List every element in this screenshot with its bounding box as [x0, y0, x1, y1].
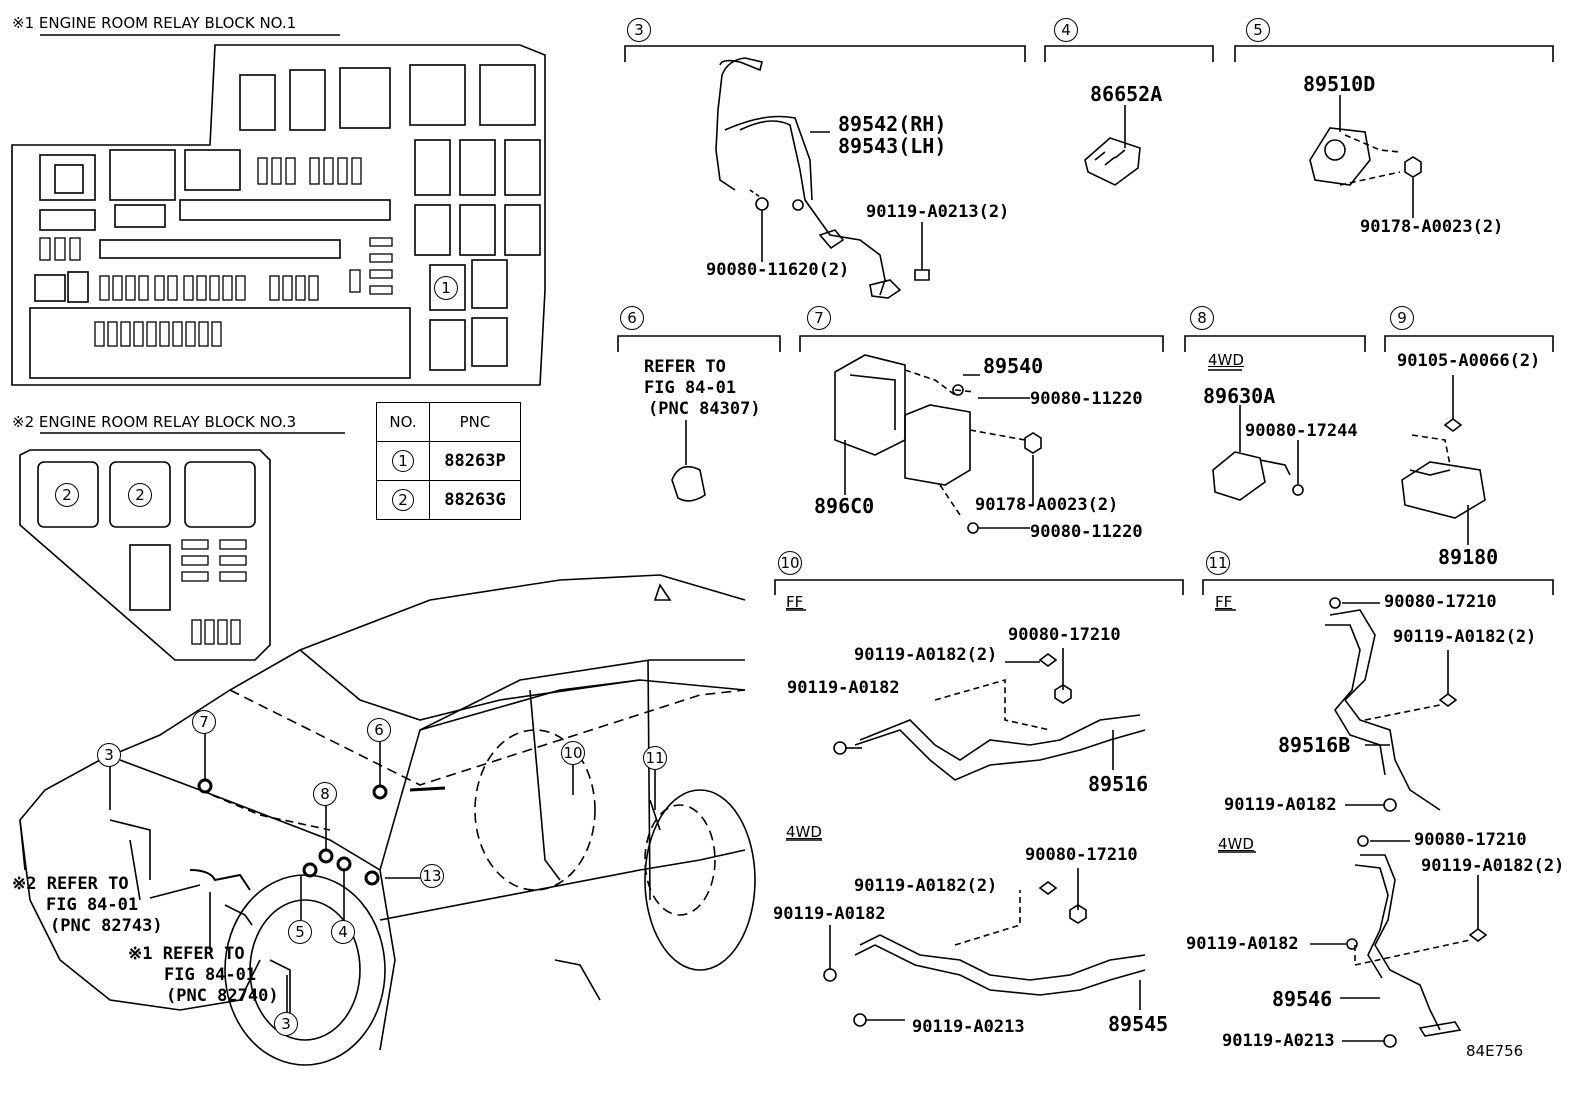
callout-5: 5 — [288, 920, 312, 944]
refer-text: ※1 REFER TO — [128, 944, 245, 964]
part-label: 90119-A0182(2) — [854, 876, 998, 896]
part-label: 90080-17210 — [1414, 830, 1527, 850]
callout-4: 4 — [331, 920, 355, 944]
part-label: 90080-11620(2) — [706, 260, 850, 280]
callout-3-wheel: 3 — [274, 1012, 298, 1036]
figure-code: 84E756 — [1466, 1042, 1524, 1060]
pnc-row-value: 88263G — [429, 480, 521, 520]
group-3-marker: 3 — [627, 18, 651, 42]
callout-8: 8 — [313, 782, 337, 806]
group-4-marker: 4 — [1054, 18, 1078, 42]
part-label: 89545 — [1108, 1012, 1169, 1036]
part-label: 89516B — [1278, 733, 1351, 757]
part-label: 90080-11220 — [1030, 522, 1143, 542]
part-label: 89630A — [1203, 384, 1276, 408]
part-label: 90119-A0213(2) — [866, 202, 1010, 222]
group-7-marker: 7 — [807, 306, 831, 330]
part-label: 90119-A0182(2) — [1393, 627, 1537, 647]
part-label: 90119-A0213 — [912, 1017, 1025, 1037]
variant-label: FF — [786, 593, 804, 611]
refer-text: (PNC 82740) — [166, 986, 279, 1006]
callout-3-front: 3 — [97, 743, 121, 767]
part-label: 89543(LH) — [838, 134, 947, 158]
part-label: 90119-A0182(2) — [1421, 856, 1565, 876]
part-label: 89516 — [1088, 772, 1149, 796]
callout-6: 6 — [367, 718, 391, 742]
group-6-marker: 6 — [620, 306, 644, 330]
part-label: 89542(RH) — [838, 112, 947, 136]
part-label: 90119-A0182(2) — [854, 645, 998, 665]
refer-text: REFER TO — [644, 357, 726, 377]
pnc-row-no: 2 — [376, 480, 430, 520]
part-label: 90105-A0066(2) — [1397, 351, 1541, 371]
variant-label: FF — [1215, 593, 1233, 611]
part-label: 90119-A0213 — [1222, 1031, 1335, 1051]
part-label: 90080-11220 — [1030, 389, 1143, 409]
part-label: 89540 — [983, 354, 1044, 378]
group-9-marker: 9 — [1390, 306, 1414, 330]
block3-marker-b: 2 — [128, 483, 152, 507]
block1-marker: 1 — [434, 276, 458, 300]
part-label: 90080-17244 — [1245, 421, 1358, 441]
part-label: 90178-A0023(2) — [975, 495, 1119, 515]
callout-10: 10 — [561, 741, 585, 765]
part-label: 90080-17210 — [1384, 592, 1497, 612]
variant-label: 4WD — [786, 823, 822, 841]
pnc-header-pnc: PNC — [429, 402, 521, 442]
block3-marker-a: 2 — [55, 483, 79, 507]
part-label: 90080-17210 — [1008, 625, 1121, 645]
relay-block-3-title: ※2 ENGINE ROOM RELAY BLOCK NO.3 — [12, 413, 297, 431]
part-label: 86652A — [1090, 82, 1163, 106]
part-label: 89510D — [1303, 72, 1376, 96]
pnc-row-no: 1 — [376, 441, 430, 481]
part-label: 896C0 — [814, 494, 875, 518]
group-8-marker: 8 — [1190, 306, 1214, 330]
part-label: 90119-A0182 — [1186, 934, 1299, 954]
callout-7: 7 — [192, 710, 216, 734]
part-label: 90119-A0182 — [1224, 795, 1337, 815]
part-label: 90119-A0182 — [787, 678, 900, 698]
part-label: 90178-A0023(2) — [1360, 217, 1504, 237]
variant-label: 4WD — [1208, 351, 1244, 369]
callout-13: 13 — [420, 864, 444, 888]
pnc-header-no: NO. — [376, 402, 430, 442]
refer-text: FIG 84-01 — [644, 378, 737, 398]
part-label: 90080-17210 — [1025, 845, 1138, 865]
refer-text: FIG 84-01 — [164, 965, 257, 985]
group-10-marker: 10 — [778, 551, 802, 575]
refer-text: ※2 REFER TO — [12, 874, 129, 894]
group-11-marker: 11 — [1206, 551, 1230, 575]
relay-block-1-title: ※1 ENGINE ROOM RELAY BLOCK NO.1 — [12, 14, 297, 32]
refer-text: FIG 84-01 — [46, 895, 139, 915]
callout-11: 11 — [643, 746, 667, 770]
refer-text: (PNC 82743) — [50, 916, 163, 936]
refer-text: (PNC 84307) — [648, 399, 761, 419]
part-label: 90119-A0182 — [773, 904, 886, 924]
group-5-marker: 5 — [1246, 18, 1270, 42]
pnc-row-value: 88263P — [429, 441, 521, 481]
part-label: 89180 — [1438, 545, 1499, 569]
part-label: 89546 — [1272, 987, 1333, 1011]
variant-label: 4WD — [1218, 835, 1254, 853]
